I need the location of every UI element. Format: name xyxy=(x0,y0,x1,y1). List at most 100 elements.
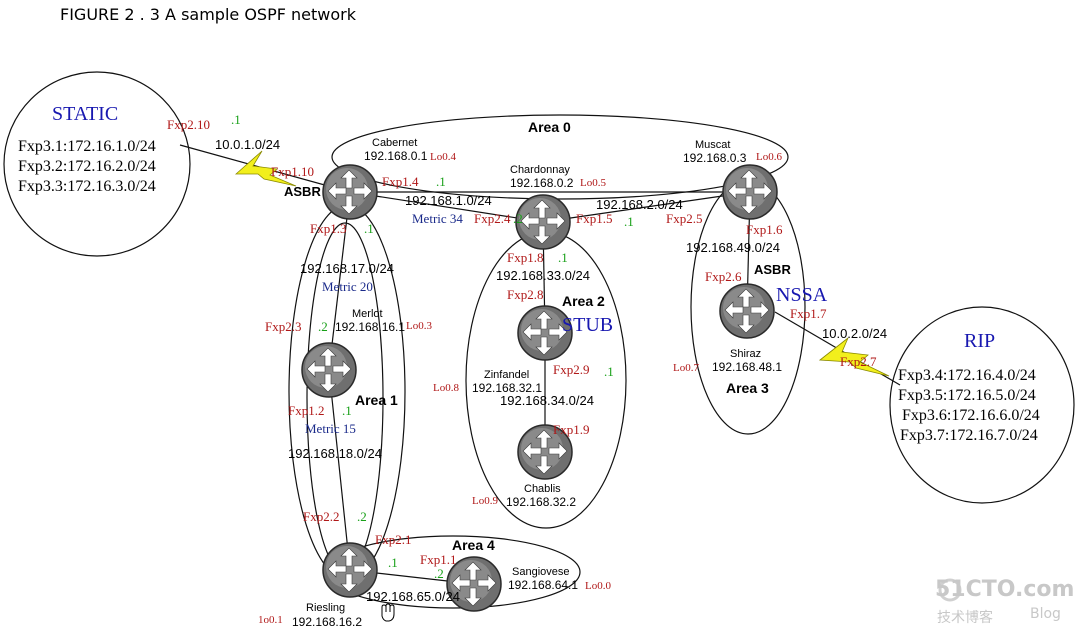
interface-fxp1-5: Fxp1.5 xyxy=(576,211,612,226)
network-192-168-2: 192.168.2.0/24 xyxy=(596,197,683,212)
interface-fxp1-7: Fxp1.7 xyxy=(790,306,827,321)
network-192-168-33: 192.168.33.0/24 xyxy=(496,268,590,283)
link-cabernet-chardonnay xyxy=(349,191,544,223)
router-zinfandel-icon xyxy=(517,305,573,361)
cabernet-name: Cabernet xyxy=(372,137,417,149)
hand-cursor-icon xyxy=(381,603,395,622)
interface-fxp2-1: Fxp2.1 xyxy=(375,532,411,547)
riesling-loopback: 1o0.1 xyxy=(258,614,283,626)
rip-route-4: Fxp3.7:172.16.7.0/24 xyxy=(900,427,1038,444)
host-fxp1-1: .2 xyxy=(434,566,444,581)
host-fxp2-2: .2 xyxy=(357,509,367,524)
interface-fxp1-1: Fxp1.1 xyxy=(420,552,456,567)
link-chardonnay-muscat xyxy=(542,191,751,223)
sangiovese-ip: 192.168.64.1 xyxy=(508,578,578,592)
metric-20-label: Metric 20 xyxy=(322,279,373,294)
riesling-name: Riesling xyxy=(306,602,345,614)
host-fxp1-3: .1 xyxy=(364,221,374,236)
chablis-loopback: Lo0.9 xyxy=(472,495,498,507)
shiraz-name: Shiraz xyxy=(730,348,761,360)
link-cabernet-merlot xyxy=(328,191,351,371)
network-192-168-65: 192.168.65.0/24 xyxy=(366,589,460,604)
host-fxp2-9: .1 xyxy=(604,364,614,379)
area-0-boundary xyxy=(331,114,789,200)
interface-fxp1-6: Fxp1.6 xyxy=(746,222,783,237)
static-label: STATIC xyxy=(52,103,118,125)
metric-15-label: Metric 15 xyxy=(305,421,356,436)
sangiovese-name: Sangiovese xyxy=(512,566,570,578)
metric-34-label: Metric 34 xyxy=(412,211,463,226)
interface-fxp2-9: Fxp2.9 xyxy=(553,362,589,377)
interface-fxp2-10: Fxp2.10 xyxy=(167,117,210,132)
interface-fxp1-8: Fxp1.8 xyxy=(507,250,543,265)
area-4-label: Area 4 xyxy=(452,537,495,553)
interface-fxp1-2: Fxp1.2 xyxy=(288,403,324,418)
host-fxp1-8: .1 xyxy=(558,250,568,265)
host-fxp1-2: .1 xyxy=(342,403,352,418)
router-riesling-icon xyxy=(322,542,378,598)
zinfandel-ip: 192.168.32.1 xyxy=(472,381,542,395)
chablis-ip: 192.168.32.2 xyxy=(506,495,576,509)
network-192-168-18: 192.168.18.0/24 xyxy=(288,446,382,461)
serial-link-rip-icon xyxy=(818,337,890,377)
serial-link-static-icon xyxy=(234,150,297,187)
merlot-ip: 192.168.16.1 xyxy=(335,320,405,334)
network-192-168-49: 192.168.49.0/24 xyxy=(686,240,780,255)
interface-fxp1-9: Fxp1.9 xyxy=(553,422,589,437)
interface-fxp2-5: Fxp2.5 xyxy=(666,211,702,226)
host-fxp1-5: .1 xyxy=(624,214,634,229)
merlot-loopback: Lo0.3 xyxy=(406,320,432,332)
router-cabernet-icon xyxy=(322,164,378,220)
interface-fxp2-2: Fxp2.2 xyxy=(303,509,339,524)
chardonnay-loopback: Lo0.5 xyxy=(580,177,606,189)
interface-fxp2-8: Fxp2.8 xyxy=(507,287,543,302)
cabernet-asbr-label: ASBR xyxy=(284,184,321,199)
shiraz-asbr-label: ASBR xyxy=(754,262,791,277)
interface-fxp1-4: Fxp1.4 xyxy=(382,174,419,189)
network-10-0-1: 10.0.1.0/24 xyxy=(215,137,280,152)
riesling-ip: 192.168.16.2 xyxy=(292,615,362,629)
chablis-name: Chablis xyxy=(524,483,561,495)
host-fxp2-4: .2 xyxy=(513,211,523,226)
network-192-168-34: 192.168.34.0/24 xyxy=(500,393,594,408)
host-fxp2-1: .1 xyxy=(388,555,398,570)
sangiovese-loopback: Lo0.0 xyxy=(585,580,611,592)
watermark-brand: 51CTO.com xyxy=(935,577,1074,602)
area-1-label: Area 1 xyxy=(355,392,398,408)
interface-fxp2-4: Fxp2.4 xyxy=(474,211,511,226)
shiraz-ip: 192.168.48.1 xyxy=(712,360,782,374)
static-route-2: Fxp3.2:172.16.2.0/24 xyxy=(18,158,156,175)
interface-fxp2-3: Fxp2.3 xyxy=(265,319,301,334)
interface-fxp1-10: Fxp1.10 xyxy=(271,164,314,179)
host-fxp2-3: .2 xyxy=(318,319,328,334)
watermark-logo-icon xyxy=(938,578,962,602)
muscat-loopback: Lo0.6 xyxy=(756,151,782,163)
chardonnay-name: Chardonnay xyxy=(510,164,570,176)
rip-route-2: Fxp3.5:172.16.5.0/24 xyxy=(898,387,1036,404)
cabernet-loopback: Lo0.4 xyxy=(430,151,456,163)
shiraz-loopback: Lo0.7 xyxy=(673,362,699,374)
interface-fxp1-3: Fxp1.3 xyxy=(310,221,346,236)
interface-fxp2-6: Fxp2.6 xyxy=(705,269,742,284)
router-merlot-icon xyxy=(301,342,357,398)
nssa-label: NSSA xyxy=(776,284,828,306)
router-sangiovese-icon xyxy=(446,556,502,612)
stub-label: STUB xyxy=(562,314,613,336)
zinfandel-loopback: Lo0.8 xyxy=(433,382,459,394)
figure-title: FIGURE 2 . 3 A sample OSPF network xyxy=(60,5,357,24)
router-muscat-icon xyxy=(722,164,778,220)
watermark: 51CTO.com 技术博客 Blog xyxy=(935,577,1074,626)
network-192-168-1: 192.168.1.0/24 xyxy=(405,193,492,208)
chardonnay-ip: 192.168.0.2 xyxy=(510,176,574,190)
merlot-name: Merlot xyxy=(352,308,383,320)
rip-cloud xyxy=(889,306,1075,504)
watermark-sub: 技术博客 xyxy=(937,609,993,626)
network-192-168-17: 192.168.17.0/24 xyxy=(300,261,394,276)
router-shiraz-icon xyxy=(719,283,775,339)
cabernet-ip: 192.168.0.1 xyxy=(364,149,428,163)
muscat-name: Muscat xyxy=(695,139,730,151)
host-fxp2-10: .1 xyxy=(231,112,241,127)
host-fxp1-4: .1 xyxy=(436,174,446,189)
zinfandel-name: Zinfandel xyxy=(484,369,529,381)
